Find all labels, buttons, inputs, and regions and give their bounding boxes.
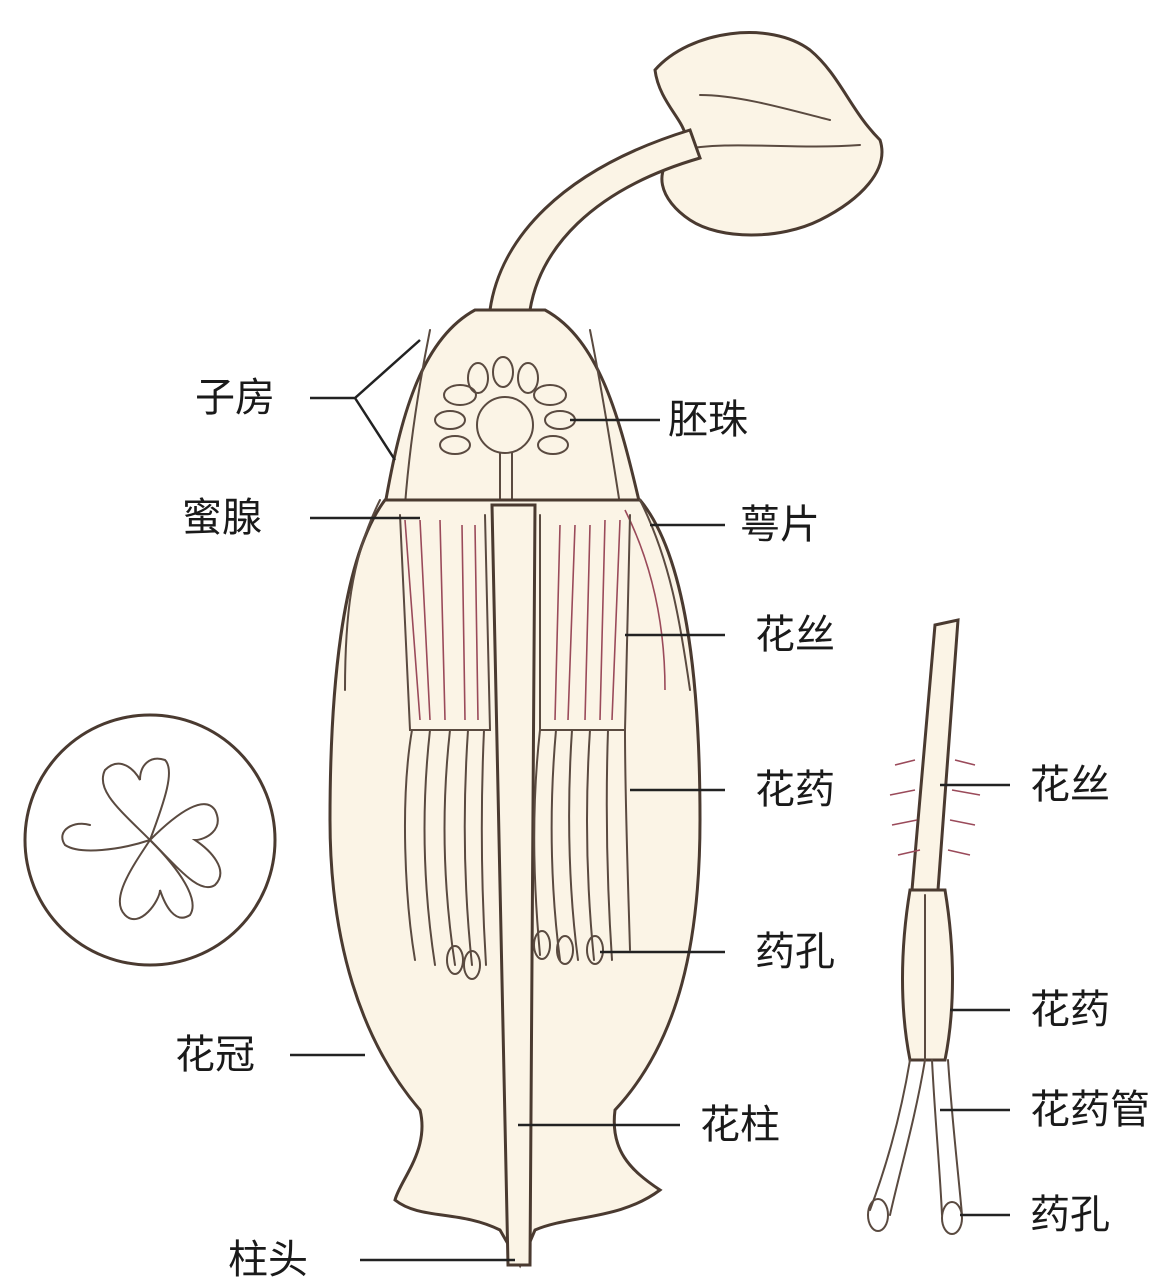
label-anther-pore: 药孔 [755,932,835,972]
label-anther-pore-detail: 药孔 [1030,1195,1110,1235]
label-stigma: 柱头 [228,1240,308,1280]
ovary-body [385,310,640,505]
label-filament-detail: 花丝 [1030,765,1110,805]
label-sepal: 萼片 [740,505,820,545]
label-ovary: 子房 [195,378,275,418]
label-filament: 花丝 [755,615,835,655]
label-anther: 花药 [755,770,835,810]
label-anther-tube-detail: 花药管 [1030,1090,1150,1130]
stamen-detail [868,620,980,1234]
label-corolla: 花冠 [175,1035,255,1075]
pedicel [490,130,700,310]
label-anther-detail: 花药 [1030,990,1110,1030]
label-ovule: 胚珠 [668,400,748,440]
label-style: 花柱 [700,1105,780,1145]
ovary-cross-section [25,715,275,965]
label-nectary: 蜜腺 [182,498,262,538]
